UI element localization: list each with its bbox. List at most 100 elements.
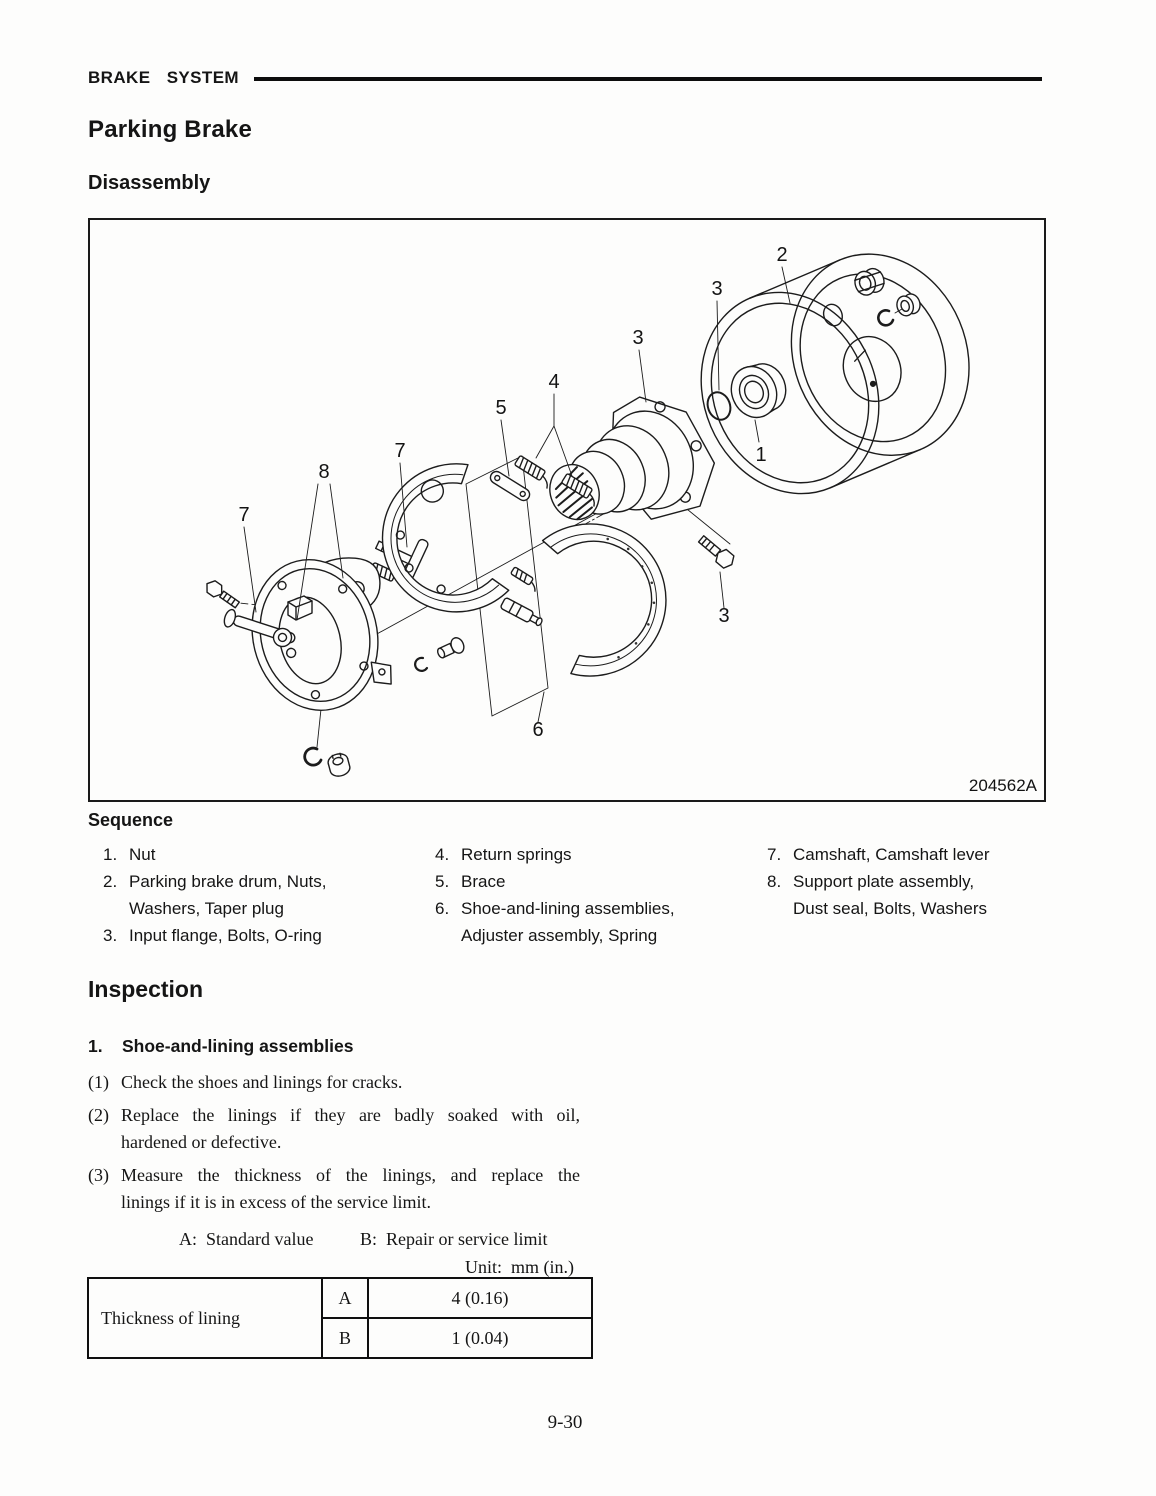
paragraph: (2) Replace the linings if they are badl… <box>88 1102 580 1156</box>
page-header-label: BRAKE SYSTEM <box>88 68 239 87</box>
table-row: B 1 (0.04) <box>88 1317 593 1359</box>
nut-fastener <box>854 267 885 296</box>
camshaft-lever <box>223 608 297 659</box>
item-text: Adjuster assembly, Spring <box>461 926 658 945</box>
cam-bracket <box>287 595 313 621</box>
brace <box>489 470 531 502</box>
item-number: 5. <box>435 872 450 891</box>
brake-shoe-lining <box>541 523 667 677</box>
paragraph: (3) Measure the thickness of the linings… <box>88 1162 580 1216</box>
input-shaft-nut <box>730 363 787 419</box>
callout-6: 6 <box>532 719 543 741</box>
paragraph-marker: (2) <box>88 1105 109 1125</box>
list-item: 1. Nut <box>103 841 326 868</box>
callout-3: 3 <box>632 327 643 349</box>
plate-bolt <box>436 637 465 659</box>
item-text: Brace <box>461 872 506 891</box>
callout-2: 2 <box>776 244 787 266</box>
row-key-b: B <box>321 1317 369 1359</box>
callout-8: 8 <box>318 461 329 483</box>
item-text: Return springs <box>461 845 572 864</box>
unit-note: Unit: mm (in.) <box>465 1257 574 1277</box>
item-text: Camshaft, Camshaft lever <box>793 845 990 864</box>
snap-ring <box>877 308 903 327</box>
list-item: 2. Parking brake drum, Nuts, Washers, Ta… <box>103 868 326 922</box>
inspection-paragraphs: (1) Check the shoes and linings for crac… <box>88 1069 580 1222</box>
item-title: Shoe-and-lining assemblies <box>122 1036 354 1056</box>
flange-bolt <box>697 535 735 569</box>
item-text: Support plate assembly, <box>793 872 975 891</box>
item-number: 1. <box>88 1036 103 1056</box>
item-number: 6. <box>435 899 450 918</box>
exploded-view-figure: 2 3 3 4 5 7 8 7 1 3 6 204562A <box>88 218 1046 802</box>
figure-code: 204562A <box>969 776 1038 795</box>
page-title: Parking Brake <box>88 116 253 143</box>
section-heading-inspection: Inspection <box>88 976 204 1002</box>
header-rule <box>254 77 1042 81</box>
item-number: 2. <box>103 872 118 891</box>
return-spring <box>514 455 548 489</box>
inspection-item-heading: 1. Shoe-and-lining assemblies <box>88 1036 353 1057</box>
callout-3: 3 <box>711 278 722 300</box>
sequence-heading: Sequence <box>88 810 174 830</box>
input-flange <box>549 396 716 521</box>
lever-bolt <box>206 580 241 609</box>
list-item: 6. Shoe-and-lining assemblies, Adjuster … <box>435 895 675 949</box>
list-item: 5. Brace <box>435 868 675 895</box>
lining-thickness-table: Thickness of lining A 4 (0.16) B 1 (0.04… <box>87 1277 593 1359</box>
table-row: Thickness of lining A 4 (0.16) <box>87 1277 593 1359</box>
adjuster-spring <box>510 566 536 592</box>
parking-brake-diagram: 2 3 3 4 5 7 8 7 1 3 6 204562A <box>206 244 1038 795</box>
paragraph-line: hardened or defective. <box>121 1132 282 1152</box>
paragraph-line: linings if it is in excess of the servic… <box>121 1192 431 1212</box>
row-label: Thickness of lining <box>87 1277 323 1359</box>
legend-standard-value: A: Standard value <box>179 1229 314 1249</box>
nut-fastener <box>327 752 351 777</box>
paragraph-marker: (3) <box>88 1165 109 1185</box>
legend-service-limit: B: Repair or service limit <box>360 1229 548 1249</box>
item-number: 1. <box>103 845 118 864</box>
list-item: 3. Input flange, Bolts, O-ring <box>103 922 326 949</box>
list-item: 4. Return springs <box>435 841 675 868</box>
item-number: 3. <box>103 926 118 945</box>
brake-drum <box>700 253 970 495</box>
row-value-b: 1 (0.04) <box>367 1317 593 1359</box>
adjuster-assembly <box>500 597 543 627</box>
row-key-a: A <box>321 1277 369 1319</box>
callout-7: 7 <box>394 440 405 462</box>
callout-4: 4 <box>548 371 559 393</box>
sequence-column-2: 4. Return springs 5. Brace 6. Shoe-and-l… <box>435 841 675 949</box>
paragraph-line: Replace the linings if they are badly so… <box>121 1105 580 1125</box>
brake-shoe <box>381 463 510 613</box>
page-number: 9-30 <box>547 1412 583 1433</box>
item-text: Nut <box>129 845 156 864</box>
callout-3: 3 <box>718 605 729 627</box>
item-number: 4. <box>435 845 450 864</box>
paragraph-marker: (1) <box>88 1072 109 1092</box>
row-value-a: 4 (0.16) <box>367 1277 593 1319</box>
list-item: 8. Support plate assembly, Dust seal, Bo… <box>767 868 990 922</box>
item-number: 7. <box>767 845 782 864</box>
list-item: 7. Camshaft, Camshaft lever <box>767 841 990 868</box>
paragraph-line: Measure the thickness of the linings, an… <box>121 1165 580 1185</box>
item-text: Shoe-and-lining assemblies, <box>461 899 675 918</box>
nut-fastener <box>896 293 921 317</box>
paragraph: (1) Check the shoes and linings for crac… <box>88 1069 580 1096</box>
return-spring <box>561 473 595 507</box>
callout-5: 5 <box>495 397 506 419</box>
sequence-column-1: 1. Nut 2. Parking brake drum, Nuts, Wash… <box>103 841 326 949</box>
item-text: Washers, Taper plug <box>129 899 284 918</box>
support-plate <box>251 559 392 711</box>
snap-ring <box>303 746 323 767</box>
item-text: Dust seal, Bolts, Washers <box>793 899 987 918</box>
item-number: 8. <box>767 872 782 891</box>
callout-leaders <box>243 266 791 723</box>
callout-labels: 2 3 3 4 5 7 8 7 1 3 6 <box>238 244 787 741</box>
sequence-column-3: 7. Camshaft, Camshaft lever 8. Support p… <box>767 841 990 922</box>
paragraph-line: Check the shoes and linings for cracks. <box>121 1072 403 1092</box>
callout-1: 1 <box>755 444 766 466</box>
callout-7: 7 <box>238 504 249 526</box>
item-text: Parking brake drum, Nuts, <box>129 872 327 891</box>
item-text: Input flange, Bolts, O-ring <box>129 926 322 945</box>
